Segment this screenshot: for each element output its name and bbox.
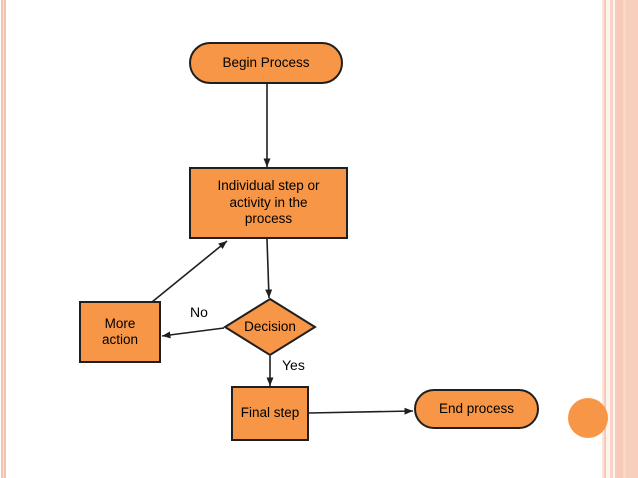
final-step-process-shape [231, 386, 309, 441]
begin-terminator-shape [189, 42, 343, 84]
decorative-circle [568, 398, 608, 438]
yes-branch-label: Yes [282, 357, 305, 373]
connector-step-to-decision [265, 238, 273, 299]
connector-final-step-to-end [308, 407, 414, 415]
right-border-stripes [600, 0, 638, 478]
left-border-stripe [0, 0, 7, 478]
no-branch-label: No [190, 304, 208, 320]
connector-more-action-to-step [151, 240, 228, 303]
step-process-shape [189, 167, 348, 239]
decision-diamond-shape [223, 297, 317, 357]
more-action-process-shape [79, 301, 161, 363]
connector-decision-to-more-action [161, 327, 225, 339]
end-terminator-shape [414, 389, 539, 429]
